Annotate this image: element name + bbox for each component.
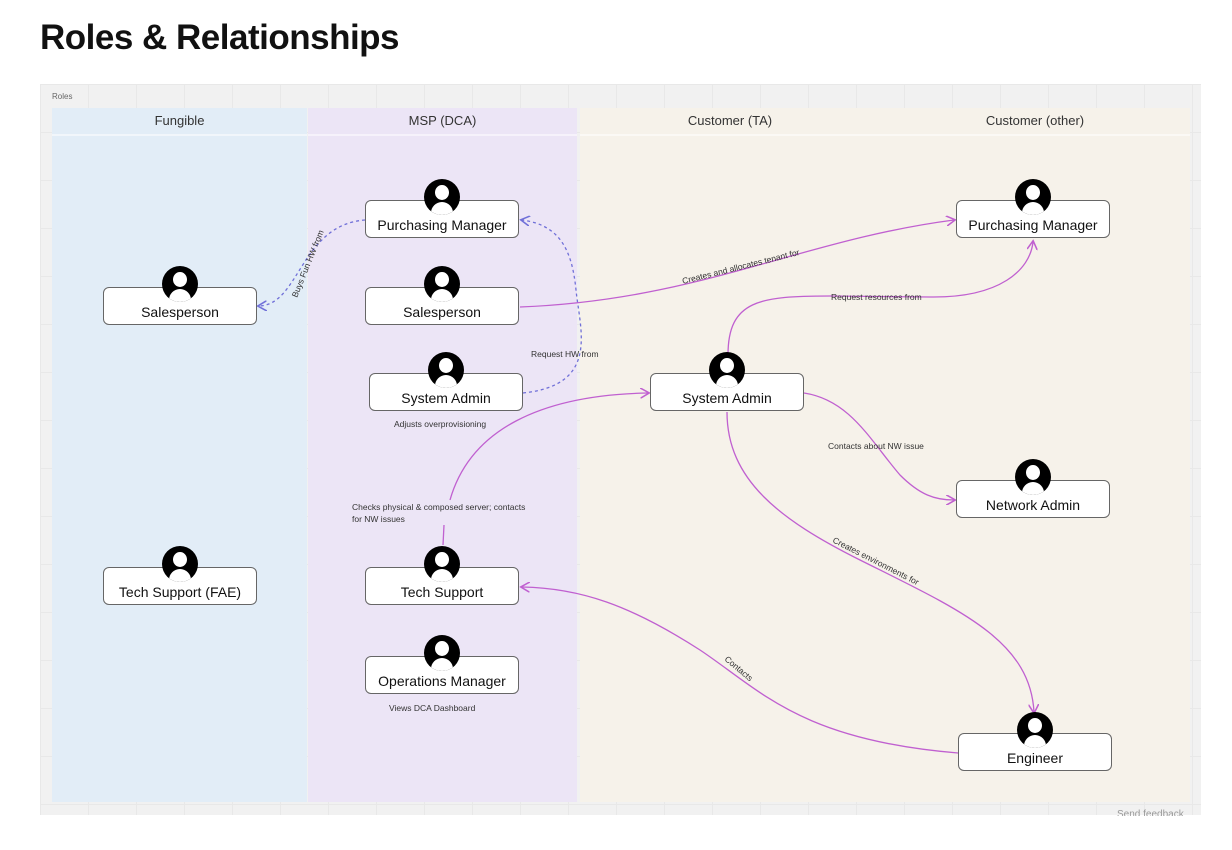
- note-system-admin: Adjusts overprovisioning: [394, 419, 487, 429]
- node-fungible-salesperson[interactable]: Salesperson: [103, 266, 257, 325]
- node-fungible-tech-support[interactable]: Tech Support (FAE): [103, 546, 257, 605]
- edge-checks-server: [442, 393, 648, 546]
- lane-header: Customer (other): [880, 108, 1190, 136]
- note-tech-support-line2: for NW issues: [352, 514, 405, 524]
- person-icon: [709, 352, 745, 388]
- edge-label-contacts-nw: Contacts about NW issue: [828, 441, 924, 451]
- edge-label-contacts: Contacts: [723, 654, 755, 683]
- lane-customer-ta: Customer (TA): [580, 108, 880, 802]
- person-icon: [424, 546, 460, 582]
- edge-buys-hw: [259, 219, 366, 306]
- person-icon: [428, 352, 464, 388]
- edge-label-creates-tenant: Creates and allocates tenant for: [681, 247, 800, 286]
- send-feedback-link[interactable]: Send feedback: [1117, 809, 1184, 816]
- person-icon: [424, 266, 460, 302]
- node-msp-tech-support[interactable]: Tech Support: [365, 546, 519, 605]
- node-label: Operations Manager: [378, 673, 506, 689]
- node-msp-purchasing-manager[interactable]: Purchasing Manager: [365, 179, 519, 238]
- node-msp-salesperson[interactable]: Salesperson: [365, 266, 519, 325]
- node-label: System Admin: [682, 390, 772, 406]
- node-label: Salesperson: [403, 304, 481, 320]
- node-other-engineer[interactable]: Engineer: [958, 712, 1112, 771]
- person-icon: [424, 179, 460, 215]
- node-msp-operations-manager[interactable]: Operations Manager: [365, 635, 519, 694]
- node-label: Network Admin: [985, 497, 1081, 513]
- node-label: Tech Support (FAE): [118, 584, 242, 600]
- node-label: Salesperson: [141, 304, 219, 320]
- page-title: Roles & Relationships: [40, 18, 400, 57]
- edge-label-creates-env: Creates environments for: [831, 535, 921, 587]
- node-label: Purchasing Manager: [968, 217, 1098, 233]
- frame-label: Roles: [52, 92, 73, 101]
- edge-label-request-resources: Request resources from: [831, 292, 922, 302]
- lane-header: MSP (DCA): [308, 108, 577, 136]
- edge-label-request-hw: Request HW from: [531, 349, 599, 359]
- note-tech-support-line1: Checks physical & composed server; conta…: [352, 502, 526, 512]
- edge-creates-tenant: [519, 220, 954, 308]
- person-icon: [1015, 179, 1051, 215]
- node-label: System Admin: [401, 390, 491, 406]
- person-icon: [1015, 459, 1051, 495]
- person-icon: [162, 546, 198, 582]
- edge-request-hw: [522, 220, 582, 394]
- node-other-purchasing-manager[interactable]: Purchasing Manager: [956, 179, 1110, 238]
- person-icon: [424, 635, 460, 671]
- node-label: Tech Support: [400, 584, 484, 600]
- node-label: Purchasing Manager: [377, 217, 507, 233]
- note-operations-manager: Views DCA Dashboard: [389, 703, 476, 713]
- node-other-network-admin[interactable]: Network Admin: [956, 459, 1110, 518]
- lane-fungible: Fungible: [52, 108, 307, 802]
- edge-request-resources: [727, 242, 1033, 356]
- edge-contacts: [522, 587, 959, 754]
- node-ta-system-admin[interactable]: System Admin: [650, 352, 804, 411]
- edge-creates-env: [726, 411, 1034, 712]
- lane-header: Fungible: [52, 108, 307, 136]
- person-icon: [1017, 712, 1053, 748]
- node-msp-system-admin[interactable]: System Admin: [369, 352, 523, 411]
- edge-contacts-nw: [803, 392, 954, 500]
- node-label: Engineer: [1006, 750, 1064, 766]
- lane-header: Customer (TA): [580, 108, 880, 136]
- person-icon: [162, 266, 198, 302]
